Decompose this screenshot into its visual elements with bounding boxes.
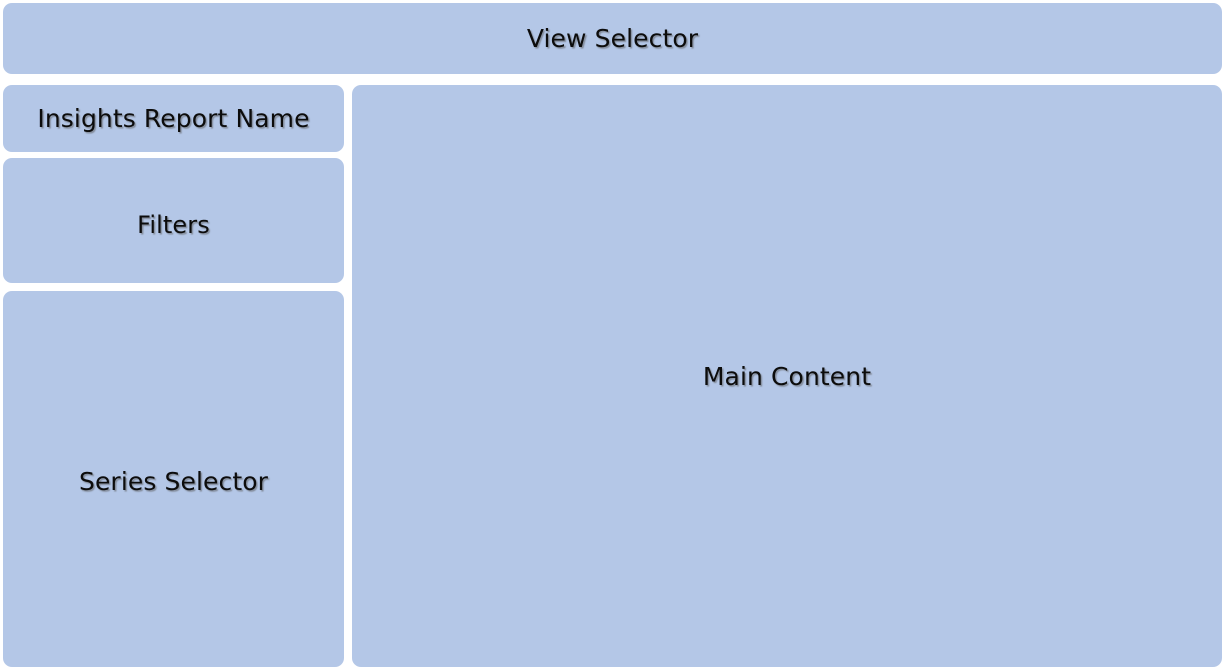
insights-report-name-label: Insights Report Name: [37, 104, 310, 133]
view-selector-region[interactable]: View Selector: [3, 3, 1222, 74]
view-selector-label: View Selector: [526, 24, 699, 53]
main-content-label: Main Content: [702, 362, 872, 391]
filters-label: Filters: [137, 211, 210, 239]
series-selector-label: Series Selector: [78, 467, 269, 496]
filters-region[interactable]: Filters: [3, 158, 344, 283]
main-content-region[interactable]: Main Content: [352, 85, 1222, 667]
series-selector-region[interactable]: Series Selector: [3, 291, 344, 667]
insights-report-name-region[interactable]: Insights Report Name: [3, 85, 344, 152]
